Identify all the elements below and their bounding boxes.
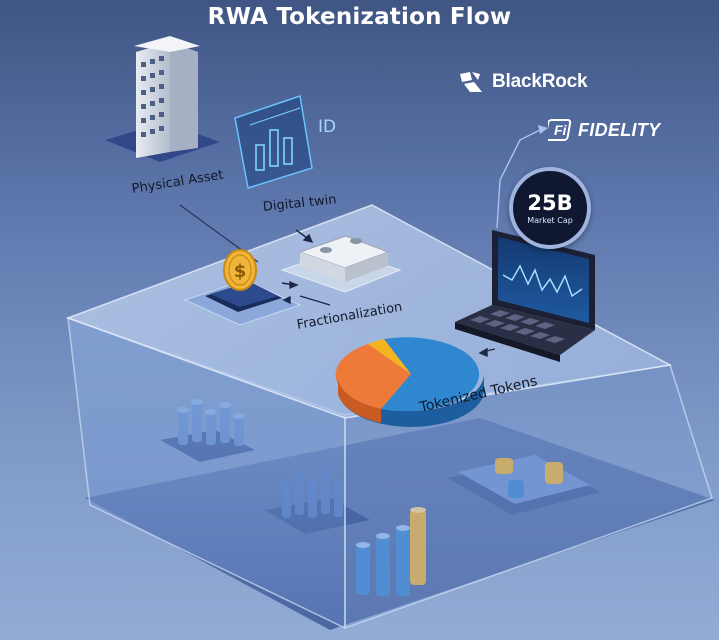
building-icon <box>105 36 220 162</box>
market-cap-badge: 25B Market Cap <box>509 167 591 249</box>
brand-fidelity: Fi FIDELITY <box>548 118 660 142</box>
digital-twin-chart-icon <box>234 95 313 189</box>
blackrock-name: BlackRock <box>492 71 588 92</box>
svg-text:$: $ <box>234 261 247 282</box>
flow-arrows <box>281 229 496 358</box>
svg-text:Fi: Fi <box>554 122 568 138</box>
coin-stacks-under <box>356 507 426 596</box>
label-id-tag: ID <box>318 117 337 137</box>
pie-chart-icon <box>335 337 484 427</box>
fidelity-logo: Fi <box>548 119 572 141</box>
market-cap-value: 25B <box>527 190 573 215</box>
banknote-stack-icon <box>280 235 402 293</box>
dollar-coin-pad <box>183 279 302 326</box>
laptop-icon <box>455 125 595 362</box>
market-cap-caption: Market Cap <box>527 215 573 225</box>
coin-tray <box>448 455 600 515</box>
diagram-title: RWA Tokenization Flow <box>207 4 512 30</box>
glass-platform-top <box>65 204 673 419</box>
brand-blackrock: BlackRock <box>458 70 588 94</box>
dollar-coin-icon: $ <box>223 249 257 291</box>
blackrock-logo <box>460 72 482 92</box>
fidelity-name: FIDELITY <box>578 119 661 140</box>
